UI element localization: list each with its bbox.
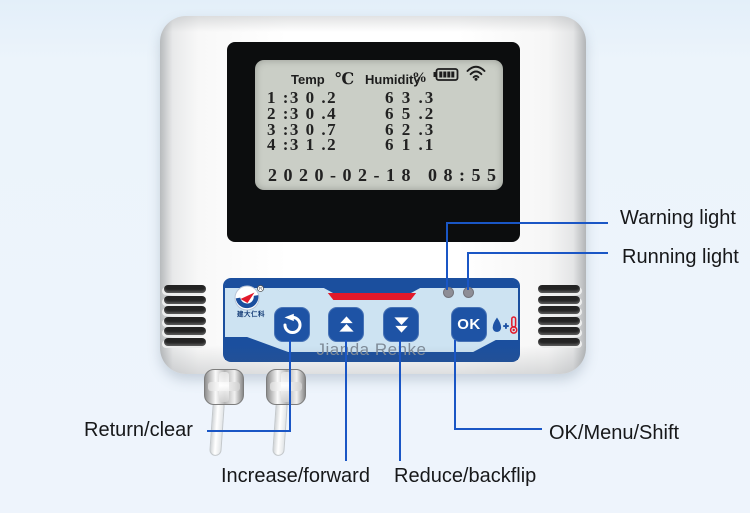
lcd-datetime: 2 0 2 0 - 0 2 - 1 8 0 8 : 5 5 xyxy=(268,165,497,185)
increase-button[interactable] xyxy=(328,307,364,342)
sensor-cable xyxy=(209,399,225,457)
panel-bottom-band xyxy=(225,352,518,360)
warning-indicator-light xyxy=(443,287,454,298)
lcd-reading-row: 3 :3 0 .7 6 2 .3 xyxy=(267,119,495,139)
vent-slot xyxy=(538,327,580,336)
label-increase-forward: Increase/forward xyxy=(221,465,370,487)
humidity-unit-label: % xyxy=(412,70,427,86)
leader-line-ok xyxy=(454,428,542,430)
vent-slot xyxy=(538,295,580,304)
vent-slot xyxy=(538,285,580,293)
leader-line-ok xyxy=(454,340,456,430)
humidity-reading: 6 5 .2 xyxy=(385,103,436,123)
humidity-reading: 6 1 .1 xyxy=(385,135,436,155)
temp-unit-label: ℃ xyxy=(335,71,355,88)
vent-grille-right xyxy=(538,285,582,349)
vent-grille-left xyxy=(164,285,208,349)
brand-name-en: Jianda Renke xyxy=(316,340,427,359)
return-arrow-icon xyxy=(282,313,301,334)
humidity-reading: 6 2 .3 xyxy=(385,119,436,139)
ok-button-label: OK xyxy=(457,316,481,333)
battery-icon xyxy=(433,68,459,81)
control-panel: Jianda Renke R 建大仁科 xyxy=(223,278,520,362)
channel-temp-reading: 2 :3 0 .4 xyxy=(267,103,338,123)
lcd-reading-row: 2 :3 0 .4 6 5 .2 xyxy=(267,103,495,123)
decrease-button[interactable] xyxy=(383,307,419,342)
label-reduce-backflip: Reduce/backflip xyxy=(394,465,537,487)
data-logger-device: Temp ℃ Humidity % xyxy=(160,16,586,374)
leader-line-reduce xyxy=(399,340,401,461)
leader-line-warning-light xyxy=(446,222,608,224)
humidity-label: Humidity xyxy=(365,72,421,87)
channel-temp-reading: 1 :3 0 .2 xyxy=(267,88,338,107)
vent-slot xyxy=(164,316,206,325)
vent-slot xyxy=(164,337,206,346)
sensor-cable xyxy=(272,399,288,457)
panel-top-band xyxy=(225,280,518,288)
vent-slot xyxy=(164,285,206,293)
red-accent-bar xyxy=(327,293,417,300)
cable-gland xyxy=(204,369,244,405)
leader-line-running-light xyxy=(467,252,469,290)
leader-line-increase xyxy=(345,340,347,461)
temp-label: Temp xyxy=(291,72,325,87)
label-ok-menu-shift: OK/Menu/Shift xyxy=(549,422,680,444)
drop-thermometer-icon xyxy=(492,316,518,334)
brand-name-cn: 建大仁科 xyxy=(237,311,265,318)
lcd-readings: 1 :3 0 .2 6 3 .3 2 :3 0 .4 6 5 .2 3 :3 0… xyxy=(267,88,495,155)
vent-slot xyxy=(164,327,206,336)
screen-bezel: Temp ℃ Humidity % xyxy=(227,42,520,242)
lcd-reading-row: 1 :3 0 .2 6 3 .3 xyxy=(267,88,495,107)
return-button[interactable] xyxy=(274,307,310,342)
vent-slot xyxy=(538,306,580,315)
label-running-light: Running light xyxy=(622,246,739,268)
double-down-icon xyxy=(393,317,409,333)
vent-slot xyxy=(538,316,580,325)
wifi-icon xyxy=(466,65,486,81)
ok-button[interactable]: OK xyxy=(451,307,487,342)
vent-slot xyxy=(164,295,206,304)
channel-temp-reading: 4 :3 1 .2 xyxy=(267,135,338,155)
svg-text:R: R xyxy=(259,286,263,291)
lcd-reading-row: 4 :3 1 .2 6 1 .1 xyxy=(267,135,495,155)
label-warning-light: Warning light xyxy=(620,207,736,229)
panel-top-trapezoid xyxy=(322,287,422,293)
channel-temp-reading: 3 :3 0 .7 xyxy=(267,119,338,139)
humidity-reading: 6 3 .3 xyxy=(385,88,436,107)
vent-slot xyxy=(164,306,206,315)
double-up-icon xyxy=(338,316,354,332)
leader-line-warning-light xyxy=(446,222,448,290)
leader-line-return xyxy=(289,340,291,432)
leader-line-return xyxy=(207,430,291,432)
vent-slot xyxy=(538,337,580,346)
lcd-screen: Temp ℃ Humidity % xyxy=(255,60,503,190)
leader-line-running-light xyxy=(467,252,608,254)
label-return-clear: Return/clear xyxy=(84,419,193,441)
renke-logo-icon: R xyxy=(234,285,264,311)
cable-gland xyxy=(266,369,306,405)
